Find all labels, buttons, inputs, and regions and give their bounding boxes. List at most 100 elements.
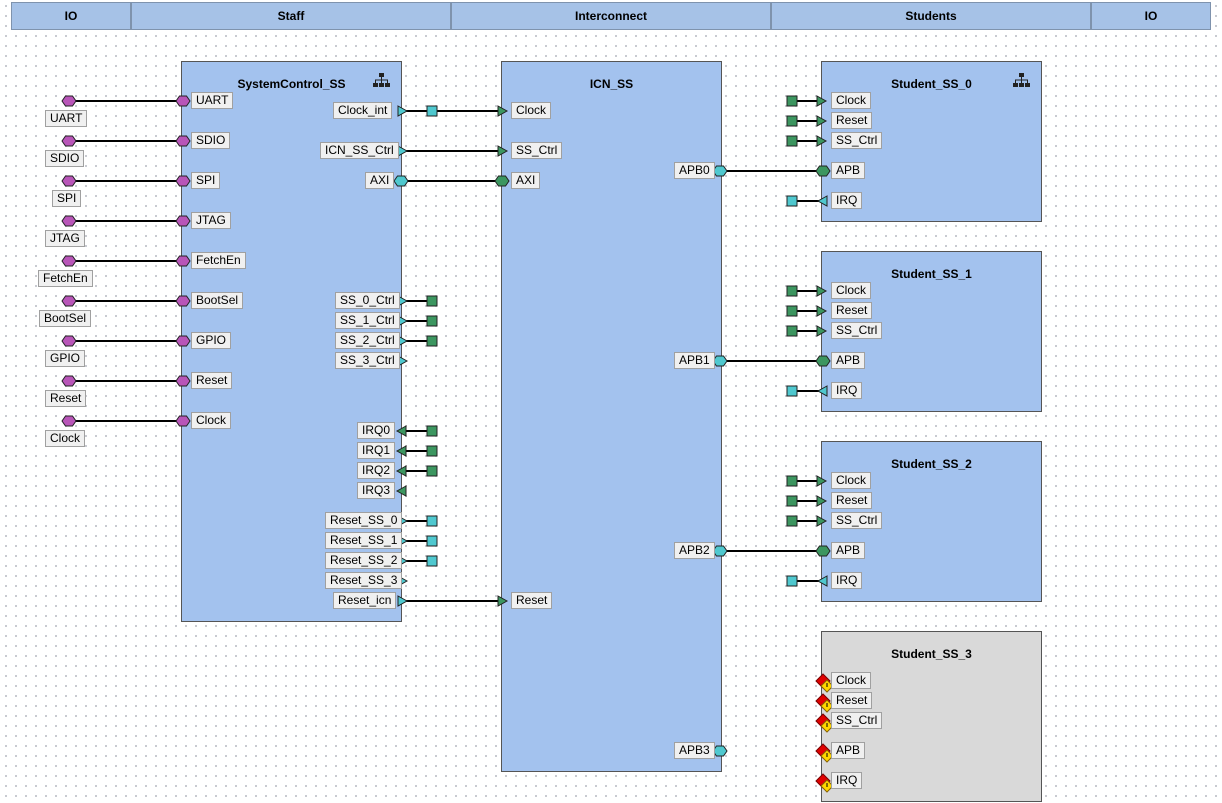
port-label[interactable]: IRQ [831, 382, 863, 399]
lane-io-right[interactable]: IO [1091, 2, 1211, 30]
port-label[interactable]: Reset [831, 112, 873, 129]
block-io-port [175, 415, 191, 427]
port-label[interactable]: APB [831, 352, 866, 369]
io-pin-label[interactable]: SDIO [45, 150, 85, 167]
port-label[interactable]: SPI [191, 172, 221, 189]
port-label[interactable]: Clock_int [333, 102, 393, 119]
port-label[interactable]: IRQ [831, 192, 863, 209]
port-label[interactable]: Reset_SS_2 [325, 552, 403, 569]
port-label[interactable]: UART [191, 92, 234, 109]
io-pin-label[interactable]: UART [45, 110, 88, 127]
block-io-port [175, 175, 191, 187]
port-label[interactable]: Reset [511, 592, 553, 609]
io-pin-label[interactable]: Clock [45, 430, 86, 447]
port-arrow [816, 95, 828, 107]
port-label[interactable]: SS_Ctrl [831, 512, 883, 529]
port-label[interactable]: APB [831, 162, 866, 179]
port-label[interactable]: Clock [831, 282, 872, 299]
port-label[interactable]: IRQ [831, 772, 863, 789]
io-pin-port [61, 375, 77, 387]
port-label[interactable]: APB0 [674, 162, 715, 179]
port-arrow [497, 145, 509, 157]
io-pin-label[interactable]: BootSel [39, 310, 92, 327]
bus-port [712, 165, 728, 177]
port-label[interactable]: Reset_icn [333, 592, 397, 609]
port-label[interactable]: IRQ2 [357, 462, 396, 479]
port-label[interactable]: SS_3_Ctrl [335, 352, 400, 369]
port-label[interactable]: AXI [511, 172, 541, 189]
port-label[interactable]: SS_2_Ctrl [335, 332, 400, 349]
lane-interconnect[interactable]: Interconnect [451, 2, 771, 30]
port-label[interactable]: Reset_SS_1 [325, 532, 403, 549]
stub-terminal [426, 445, 438, 457]
io-pin-port [61, 95, 77, 107]
port-label[interactable]: IRQ1 [357, 442, 396, 459]
port-label[interactable]: Reset [831, 692, 873, 709]
port-label[interactable]: Reset [831, 492, 873, 509]
io-pin-label[interactable]: JTAG [45, 230, 85, 247]
bus-port [815, 545, 831, 557]
port-label[interactable]: APB [831, 542, 866, 559]
stub-terminal [426, 555, 438, 567]
hierarchy-icon[interactable] [373, 73, 390, 87]
port-label[interactable]: APB2 [674, 542, 715, 559]
port-label[interactable]: Reset_SS_3 [325, 572, 403, 589]
io-pin-label[interactable]: FetchEn [38, 270, 93, 287]
port-label[interactable]: GPIO [191, 332, 232, 349]
port-label[interactable]: Clock [831, 672, 872, 689]
hierarchy-icon[interactable] [1013, 73, 1030, 87]
port-label[interactable]: SDIO [191, 132, 231, 149]
port-label[interactable]: IRQ [831, 572, 863, 589]
port-label[interactable]: SS_Ctrl [831, 712, 883, 729]
stub-terminal [786, 515, 798, 527]
stub-terminal [426, 315, 438, 327]
port-label[interactable]: SS_Ctrl [511, 142, 563, 159]
stub-terminal [786, 385, 798, 397]
port-label[interactable]: BootSel [191, 292, 244, 309]
port-label[interactable]: IRQ3 [357, 482, 396, 499]
stub-terminal [426, 105, 438, 117]
port-arrow [816, 495, 828, 507]
io-pin-port [61, 295, 77, 307]
port-label[interactable]: Clock [511, 102, 552, 119]
io-pin-label[interactable]: Reset [45, 390, 87, 407]
bus-port [494, 175, 510, 187]
stub-terminal [786, 115, 798, 127]
port-label[interactable]: SS_Ctrl [831, 322, 883, 339]
port-label[interactable]: APB3 [674, 742, 715, 759]
io-pin-label[interactable]: GPIO [45, 350, 86, 367]
block-title: SystemControl_SS [237, 77, 346, 91]
stub-terminal [426, 425, 438, 437]
port-label[interactable]: APB [831, 742, 866, 759]
bus-port [712, 355, 728, 367]
io-pin-port [61, 215, 77, 227]
io-pin-label[interactable]: SPI [52, 190, 82, 207]
port-label[interactable]: IRQ0 [357, 422, 396, 439]
port-label[interactable]: JTAG [191, 212, 231, 229]
port-label[interactable]: SS_0_Ctrl [335, 292, 400, 309]
lane-students[interactable]: Students [771, 2, 1091, 30]
lane-staff[interactable]: Staff [131, 2, 451, 30]
block-title: Student_SS_2 [891, 457, 972, 471]
stub-terminal [786, 575, 798, 587]
bus-port [815, 165, 831, 177]
port-label[interactable]: Clock [191, 412, 232, 429]
port-label[interactable]: SS_1_Ctrl [335, 312, 400, 329]
port-arrow [397, 105, 409, 117]
port-label[interactable]: FetchEn [191, 252, 246, 269]
port-label[interactable]: Clock [831, 472, 872, 489]
io-pin-port [61, 415, 77, 427]
port-label[interactable]: Reset [191, 372, 233, 389]
port-label[interactable]: Clock [831, 92, 872, 109]
port-label[interactable]: Reset [831, 302, 873, 319]
lane-io-left[interactable]: IO [11, 2, 131, 30]
port-label[interactable]: SS_Ctrl [831, 132, 883, 149]
port-label[interactable]: Reset_SS_0 [325, 512, 403, 529]
port-label[interactable]: APB1 [674, 352, 715, 369]
stub-terminal [426, 295, 438, 307]
block-io-port [175, 95, 191, 107]
port-label[interactable]: ICN_SS_Ctrl [320, 142, 399, 159]
block-title: Student_SS_0 [891, 77, 972, 91]
port-label[interactable]: AXI [365, 172, 395, 189]
